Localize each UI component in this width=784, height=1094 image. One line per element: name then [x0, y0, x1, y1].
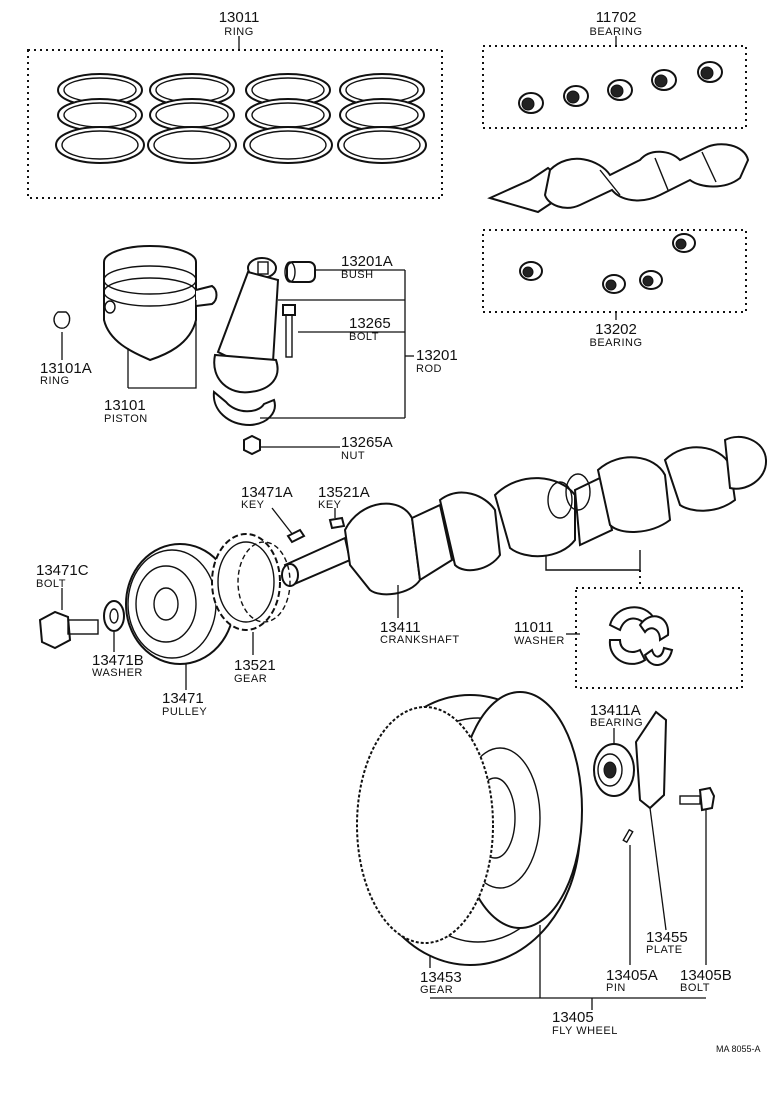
main-bearing-upper-group: 11702 BEARING [482, 9, 747, 129]
pulley-name: PULLEY [162, 706, 207, 718]
crank-gear-name: GEAR [234, 673, 267, 685]
pulley-bolt-illustration [38, 610, 99, 650]
piston-name: PISTON [104, 413, 148, 425]
flywheel-bolt-name: BOLT [680, 982, 710, 994]
pulley-bolt-group: 13471C BOLT [36, 562, 99, 650]
pulley-number: 13471 [162, 690, 204, 707]
main-bearing-lower-frame [482, 229, 747, 313]
thrust-washer-group: 11011 WASHER [514, 550, 743, 689]
pilot-bearing-name: BEARING [590, 717, 643, 729]
piston-ring-name: RING [40, 375, 70, 387]
thrust-washer-number: 11011 [514, 619, 554, 636]
bush-name: BUSH [341, 269, 374, 281]
flywheel-pin-group: 13405A PIN [606, 828, 658, 994]
plate-number: 13455 [646, 929, 688, 946]
piston-group: 13101A RING 13101 PISTON [40, 245, 218, 425]
pin-name: PIN [606, 982, 626, 994]
nut-number: 13265A [341, 434, 393, 451]
key-pulley-group: 13471A KEY [241, 484, 306, 544]
rod-bolt-illustration [282, 304, 296, 358]
pulley-washer-number: 13471B [92, 652, 144, 669]
rod-nut-illustration [243, 434, 261, 456]
piston-rings-illustration [55, 73, 427, 164]
crankshaft-group: 13411 CRANKSHAFT [281, 435, 768, 646]
connecting-rod-group: 13201A BUSH 13265 BOLT 13201 ROD 13265A … [212, 253, 458, 462]
main-bearing-upper-name: BEARING [589, 26, 642, 38]
thrust-washer-name: WASHER [514, 635, 565, 647]
crankshaft-small-illustration [487, 143, 750, 214]
piston-number: 13101 [104, 397, 146, 414]
crank-gear-number: 13521 [234, 657, 276, 674]
flywheel-bolt-illustration [679, 786, 716, 812]
flywheel-name: FLY WHEEL [552, 1025, 618, 1037]
retainer-plate-illustration [634, 710, 668, 810]
rod-bolt-number: 13265 [349, 315, 391, 332]
main-bearing-lower-number: 13202 [595, 321, 637, 338]
flywheel-pin-illustration [622, 828, 634, 844]
piston-ring-number: 13101A [40, 360, 92, 377]
rod-name: ROD [416, 363, 442, 375]
pulley-key-number: 13471A [241, 484, 293, 501]
bearing-shells-upper [518, 61, 723, 114]
flywheel-bolt-group: 13405B BOLT [679, 786, 732, 994]
connecting-rod-illustration [212, 257, 280, 427]
gear-key-name: KEY [318, 499, 342, 511]
nut-name: NUT [341, 450, 365, 462]
pulley-key-illustration [286, 528, 306, 544]
pulley-washer-name: WASHER [92, 667, 143, 679]
ring-set-number: 13011 [219, 9, 260, 26]
main-bearing-lower-name: BEARING [589, 337, 642, 349]
main-bearing-lower-group: 13202 BEARING [482, 229, 747, 349]
pilot-bearing-illustration [593, 743, 635, 797]
pulley-bolt-name: BOLT [36, 578, 66, 590]
pilot-bearing-group: 13411A BEARING [590, 702, 643, 797]
ring-gear-number: 13453 [420, 969, 462, 986]
thrust-washer-frame [575, 587, 743, 689]
pin-number: 13405A [606, 967, 658, 984]
rod-number: 13201 [416, 347, 458, 364]
ring-set-name: RING [224, 26, 254, 38]
rod-bush-illustration [284, 261, 316, 283]
retainer-plate-group: 13455 PLATE [634, 710, 688, 956]
crankshaft-illustration [281, 435, 768, 596]
thrust-washer-illustration [608, 606, 674, 666]
plate-name: PLATE [646, 944, 683, 956]
crankshaft-number: 13411 [380, 619, 421, 636]
main-bearing-upper-frame [482, 45, 747, 129]
flywheel-number: 13405 [552, 1009, 594, 1026]
main-bearing-upper-number: 11702 [596, 9, 637, 26]
gear-key-illustration [328, 516, 346, 530]
ring-gear-name: GEAR [420, 984, 453, 996]
piston-pin-snap-ring [53, 311, 71, 329]
footer-reference: MA 8055-A [716, 1044, 761, 1054]
pulley-bolt-number: 13471C [36, 562, 89, 579]
flywheel-group: 13453 GEAR 13405 FLY WHEEL [356, 691, 706, 1037]
flywheel-illustration [356, 691, 583, 966]
pulley-washer-illustration [103, 600, 125, 632]
gear-key-number: 13521A [318, 484, 370, 501]
key-gear-group: 13521A KEY [318, 484, 370, 530]
bush-number: 13201A [341, 253, 393, 270]
crank-gear-illustration [211, 533, 291, 631]
piston-illustration [103, 245, 218, 362]
ring-set-frame [27, 49, 443, 199]
rod-bolt-name: BOLT [349, 331, 379, 343]
flywheel-bolt-number: 13405B [680, 967, 732, 984]
pilot-bearing-number: 13411A [590, 702, 641, 719]
crank-gear-group: 13521 GEAR [211, 533, 291, 685]
pulley-washer-group: 13471B WASHER [92, 600, 144, 679]
crankshaft-name: CRANKSHAFT [380, 634, 460, 646]
pulley-key-name: KEY [241, 499, 265, 511]
ring-set-group: 13011 RING [27, 9, 443, 199]
bearing-shells-lower [519, 233, 696, 294]
